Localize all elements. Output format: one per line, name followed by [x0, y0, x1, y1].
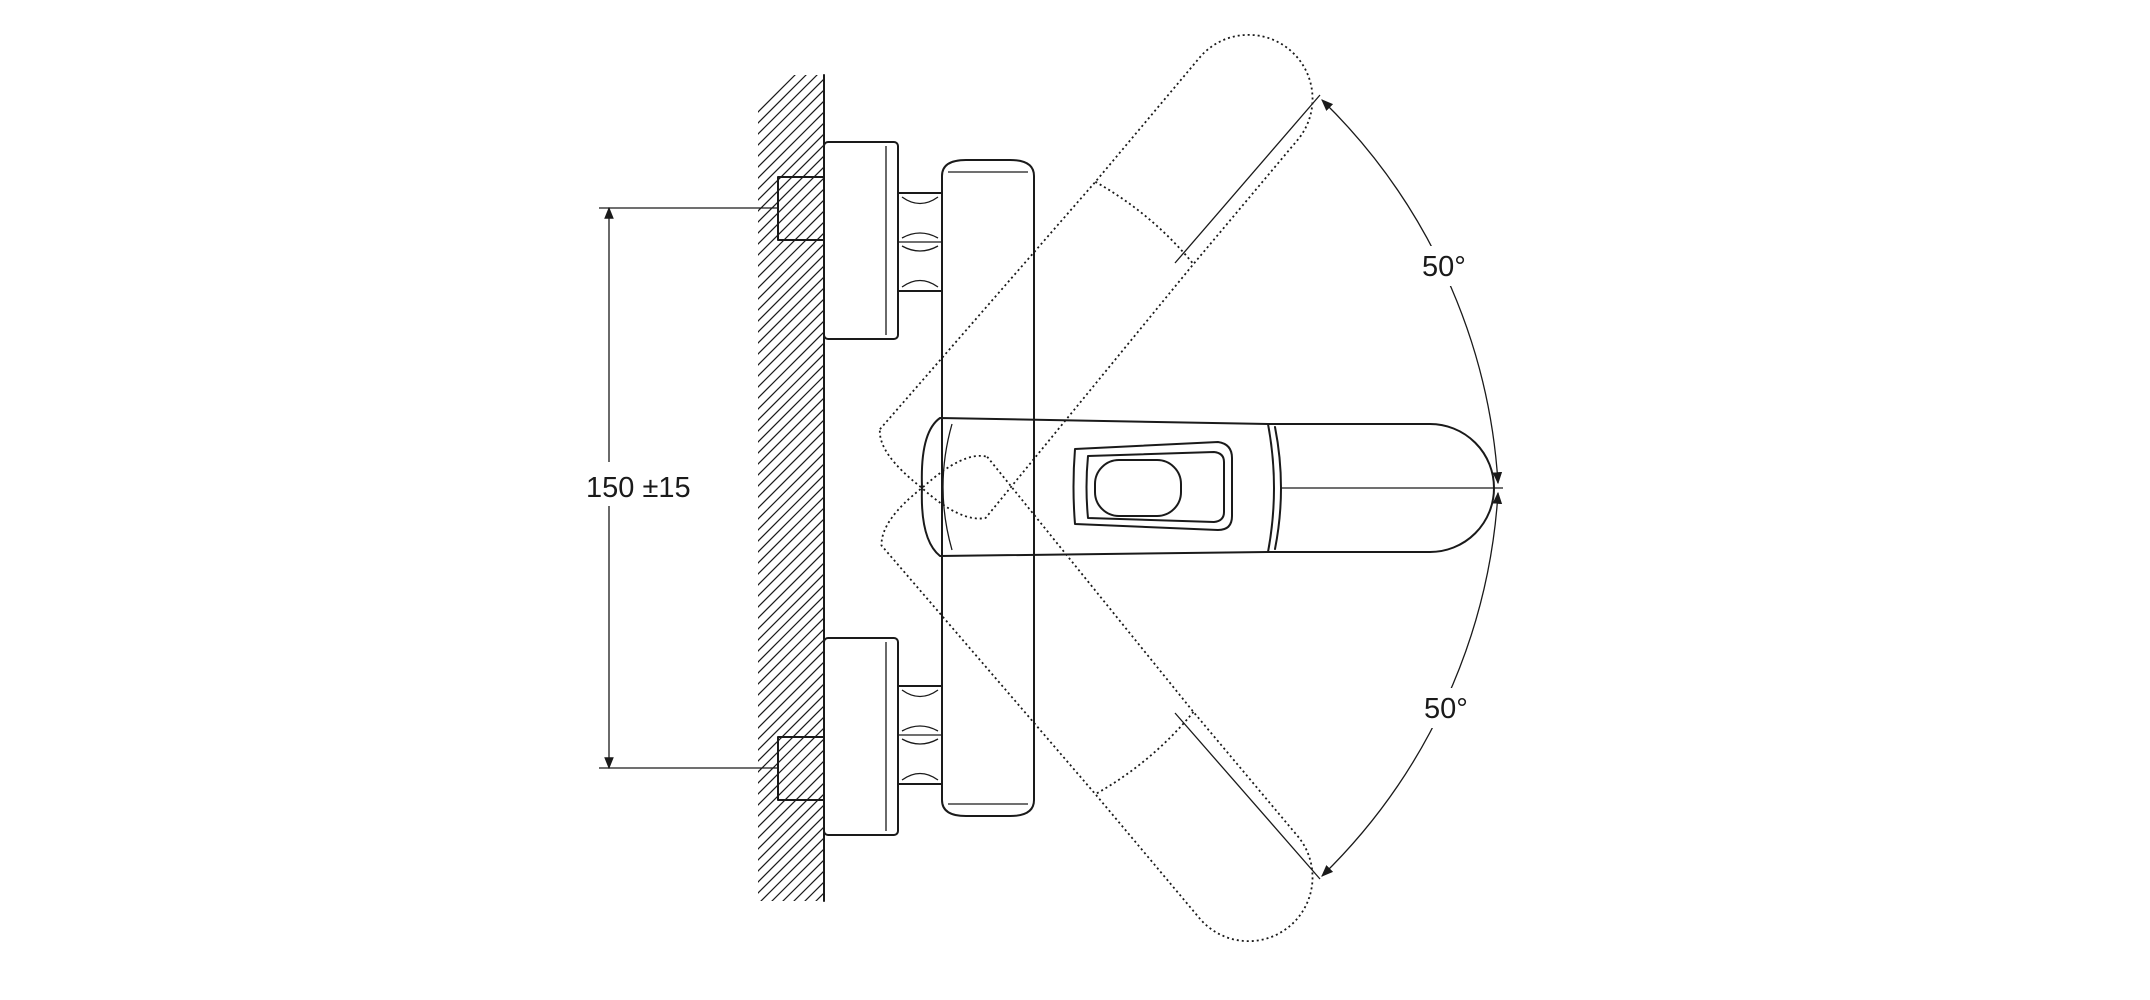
upper-escutcheon — [823, 141, 899, 340]
wall-hatching — [758, 75, 824, 901]
wall — [758, 74, 825, 902]
lever-rotated-up-outline — [879, 33, 1314, 520]
angle-dimension: 50° 50° — [1174, 94, 1503, 880]
mixer-body — [941, 159, 1035, 817]
lever-handle — [920, 417, 1503, 557]
upper-pipe-stub — [777, 176, 825, 241]
lever-insert — [1072, 441, 1233, 531]
lower-wall-connection — [777, 637, 943, 836]
spacing-dimension: 150 ±15 — [580, 206, 778, 770]
lower-escutcheon — [823, 637, 899, 836]
angle-upper-label: 50° — [1422, 251, 1466, 283]
lever-rotated-down-outline — [880, 455, 1314, 943]
spacing-dimension-label: 150 ±15 — [586, 472, 691, 504]
angle-lower-label: 50° — [1424, 693, 1468, 725]
